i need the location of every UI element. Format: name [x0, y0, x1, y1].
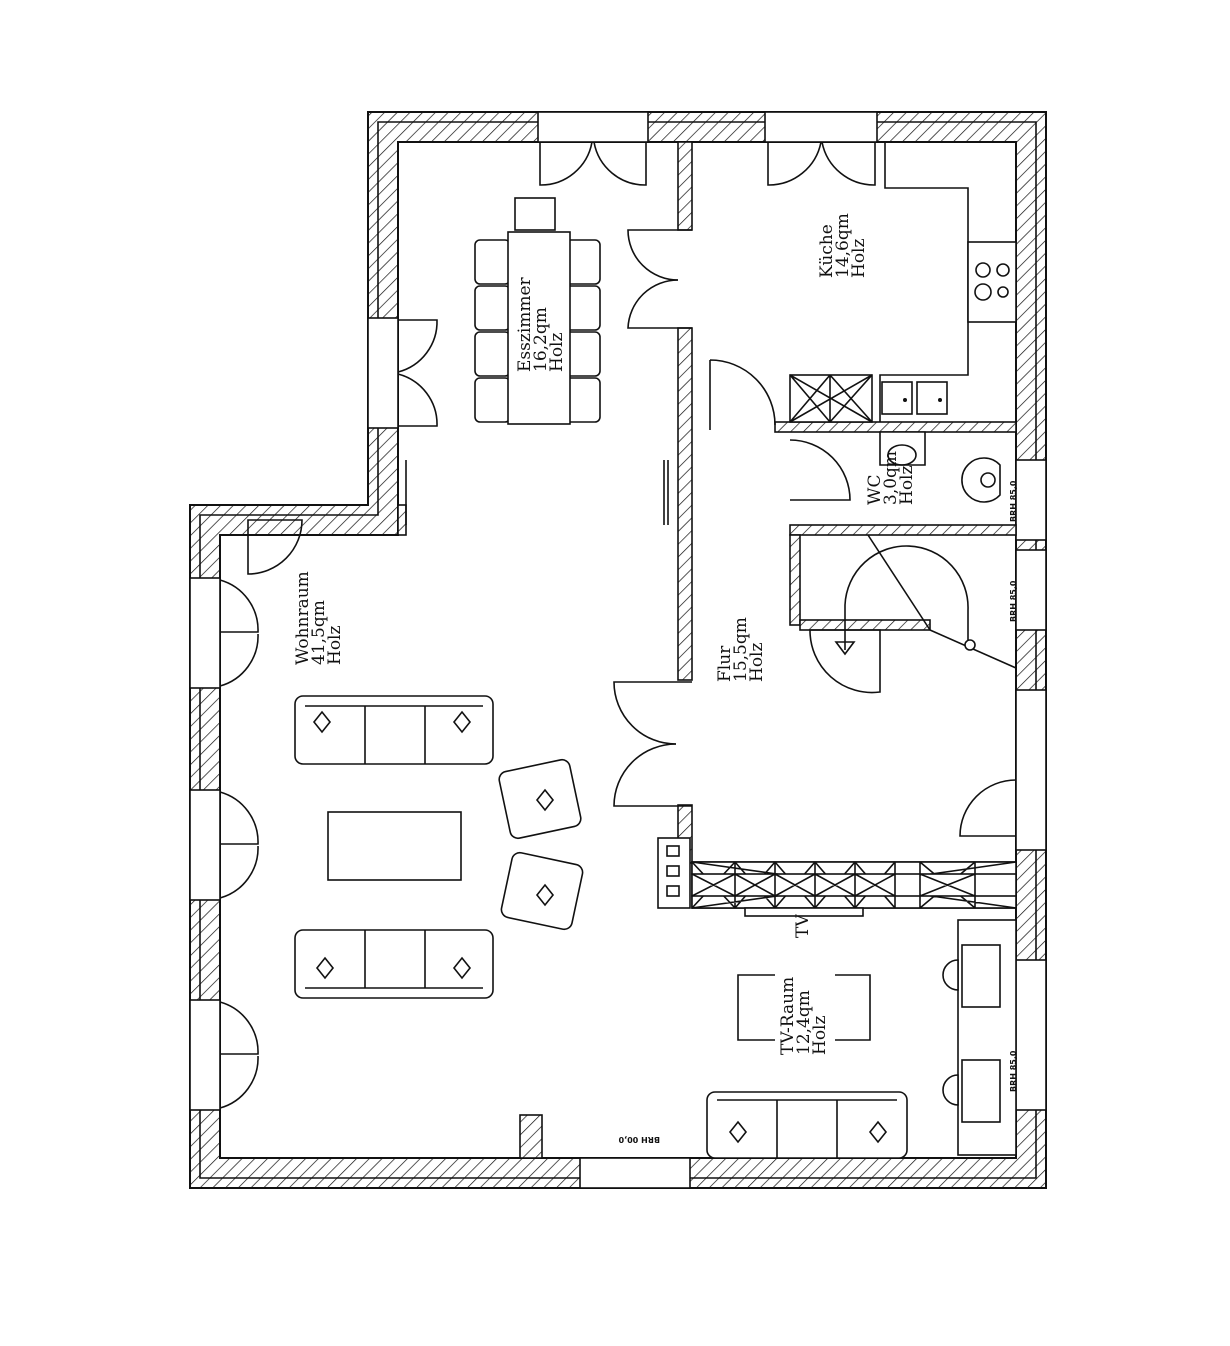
stair-arrow-icon — [834, 641, 856, 656]
living-room-furniture — [294, 695, 691, 999]
cabinet-wall — [691, 861, 1017, 909]
dining-table — [474, 197, 601, 425]
room-label-tv-raum: TV-Raum 12,4qm Holz — [778, 971, 830, 1055]
light-switch-icon — [964, 639, 976, 651]
tv-room-furniture — [706, 907, 1017, 1159]
radiator — [657, 837, 691, 909]
sill-label: BRH 00,0 — [618, 1135, 660, 1144]
window-swings — [219, 141, 876, 1109]
sink-icon — [903, 398, 907, 402]
armchair — [498, 758, 582, 840]
room-label-wc: WC 3,0qm Holz — [865, 446, 917, 505]
kitchen-counter — [789, 142, 1017, 423]
tv-table — [737, 974, 871, 1041]
washbasin-icon — [887, 444, 917, 466]
room-label-esszimmer: Esszimmer 16,2qm Holz — [515, 272, 567, 372]
stove-burner-icon — [975, 262, 991, 278]
windows — [189, 111, 1047, 1189]
chair-icon — [942, 959, 959, 991]
sill-label: BRH 85,0 — [1009, 1050, 1018, 1092]
wc-fixtures — [879, 431, 1001, 503]
sofa-top — [294, 695, 494, 765]
tv-sofa — [706, 1091, 908, 1159]
room-label-flur: Flur 15,5qm Holz — [715, 612, 767, 682]
room-label-kueche: Küche 14,6qm Holz — [817, 208, 869, 278]
tv-icon — [744, 907, 864, 917]
sill-label: BRH 85,0 — [1009, 480, 1018, 522]
tv-label: TV — [793, 914, 813, 938]
sill-label: BRH 85,0 — [1009, 580, 1018, 622]
outer-wall-inner-line — [199, 121, 1037, 1179]
armchair — [500, 851, 584, 931]
cushion-icons — [312, 710, 555, 980]
sofa-bottom — [294, 929, 494, 999]
room-label-wohnraum: Wohnraum 41,5qm Holz — [293, 566, 345, 665]
coffee-table — [327, 811, 462, 881]
